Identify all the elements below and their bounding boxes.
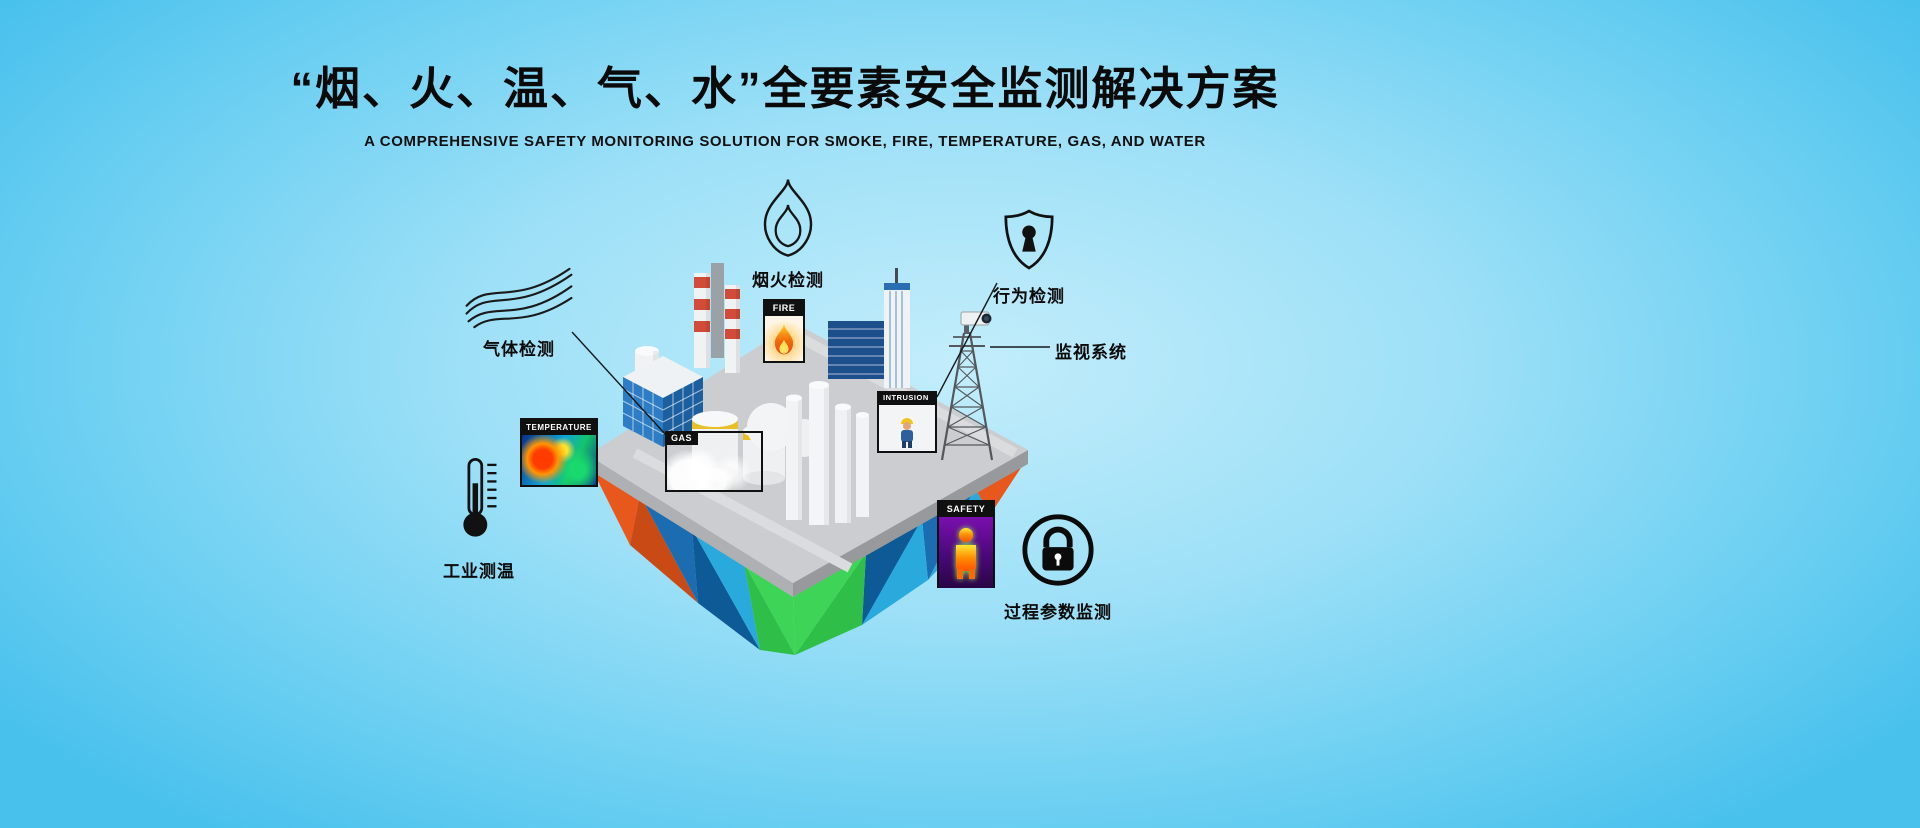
intrusion-panel-label: INTRUSION xyxy=(877,391,935,405)
process-columns xyxy=(747,381,869,525)
intrusion-panel: INTRUSION xyxy=(877,391,937,453)
callout-industrial-temp: 工业测温 xyxy=(438,452,520,582)
process-params-label: 过程参数监测 xyxy=(1004,603,1112,622)
page-subtitle: A COMPREHENSIVE SAFETY MONITORING SOLUTI… xyxy=(364,133,1206,150)
callout-smoke-fire: 烟火检测 xyxy=(748,176,828,291)
banner-header: “烟、火、温、气、水”全要素安全监测解决方案 A COMPREHENSIVE S… xyxy=(0,52,1570,150)
padlock-circle-icon xyxy=(1022,514,1094,586)
temperature-panel-label: TEMPERATURE xyxy=(522,420,596,435)
behavior-label: 行为检测 xyxy=(993,287,1065,306)
temperature-panel: TEMPERATURE xyxy=(520,418,598,487)
leader-line-gas xyxy=(571,331,667,436)
shield-keyhole-icon xyxy=(1004,209,1054,270)
fire-panel: FIRE xyxy=(763,299,805,363)
page-title: “烟、火、温、气、水”全要素安全监测解决方案 xyxy=(290,63,1280,114)
flame-outline-icon xyxy=(763,179,813,257)
factory-island-illustration xyxy=(571,263,1050,655)
callout-gas: 气体检测 xyxy=(462,265,576,360)
gas-panel-label: GAS xyxy=(665,431,699,445)
thermometer-icon xyxy=(463,457,497,537)
smoke-fire-label: 烟火检测 xyxy=(752,271,824,290)
smoke-waves-icon xyxy=(465,267,573,329)
thermal-person-icon xyxy=(956,527,976,579)
thermal-person-image xyxy=(939,517,993,588)
gas-label: 气体检测 xyxy=(483,340,555,359)
industrial-temp-label: 工业测温 xyxy=(443,562,515,581)
leader-lines xyxy=(571,282,1050,436)
intrusion-image xyxy=(879,393,935,451)
leader-line-behavior xyxy=(936,282,998,398)
thermal-image xyxy=(522,435,596,485)
fire-panel-label: FIRE xyxy=(765,301,803,316)
surveillance-label: 监视系统 xyxy=(1055,343,1127,362)
gas-panel: GAS xyxy=(665,431,763,492)
safety-panel: SAFETY xyxy=(937,500,995,588)
chimneys xyxy=(694,263,740,373)
crystal-underside xyxy=(588,457,1028,655)
fire-panel-image xyxy=(765,316,803,361)
worker-figure-icon xyxy=(901,418,913,448)
callout-behavior: 行为检测 xyxy=(993,208,1065,307)
safety-panel-label: SAFETY xyxy=(939,502,993,517)
callout-surveillance: 监视系统 xyxy=(1055,338,1127,363)
right-buildings xyxy=(828,268,910,388)
callout-process-params: 过程参数监测 xyxy=(1002,512,1114,623)
flame-image-icon xyxy=(774,323,794,355)
cctv-camera xyxy=(960,311,992,334)
